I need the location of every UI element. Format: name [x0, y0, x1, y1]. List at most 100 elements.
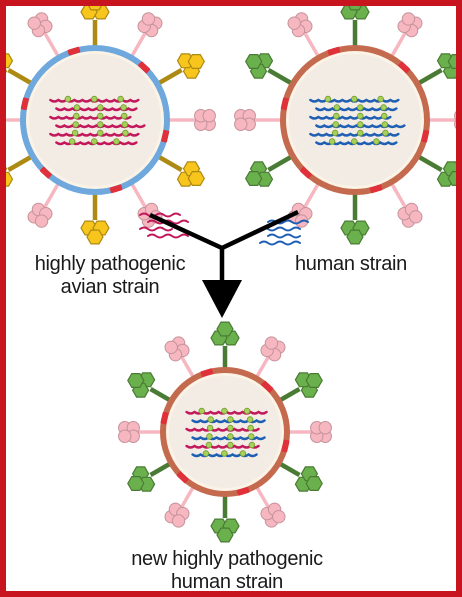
membrane-protein — [138, 61, 151, 74]
rna-bead — [357, 104, 364, 111]
neuraminidase-stalk — [388, 30, 408, 61]
rna-bead — [207, 416, 214, 423]
hemagglutinin-head-2 — [294, 466, 323, 492]
hemagglutinin-head-3 — [80, 220, 110, 245]
rna-bead — [121, 121, 129, 128]
human-label-line1: human strain — [294, 253, 407, 275]
rna-bead — [333, 104, 341, 111]
rna-bead — [198, 407, 205, 415]
neuraminidase-stalk — [302, 30, 322, 61]
membrane-protein — [67, 46, 81, 56]
rna-bead — [120, 104, 127, 111]
rna-segments — [185, 407, 268, 458]
neuraminidase-head-5 — [287, 12, 313, 38]
virus-human — [234, 6, 456, 245]
hemagglutinin-head-0 — [80, 6, 110, 20]
neuraminidase-head-2 — [260, 502, 286, 528]
reassortment-diagram — [6, 6, 456, 543]
hemagglutinin-head-4 — [127, 466, 156, 492]
hemagglutinin-head-2 — [436, 161, 456, 187]
rna-bead — [227, 416, 234, 423]
rna-bead — [227, 433, 234, 440]
rna-bead — [351, 95, 358, 103]
reassortment-arrow — [149, 209, 299, 318]
membrane-protein — [421, 129, 430, 143]
rna-bead — [221, 450, 228, 457]
neuraminidase-stalk — [302, 179, 322, 210]
neuraminidase-stalk — [388, 179, 408, 210]
neuraminidase-stalk — [128, 30, 148, 61]
neuraminidase-head-3 — [164, 502, 190, 528]
rna-bead — [381, 121, 389, 128]
rna-bead — [73, 104, 81, 111]
neuraminidase-head-0 — [397, 12, 423, 38]
hemagglutinin-head-3 — [340, 220, 370, 245]
rna-bead — [246, 416, 254, 423]
rna-segments — [309, 95, 406, 146]
rna-bead — [373, 138, 380, 145]
membrane-protein — [236, 486, 250, 496]
membrane-protein — [299, 166, 312, 179]
rna-bead — [332, 121, 339, 128]
membrane-protein — [261, 380, 274, 393]
rna-bead — [64, 95, 72, 103]
rna-bead — [97, 129, 104, 137]
neuraminidase-head-4 — [118, 421, 140, 443]
rna-bead — [333, 112, 340, 120]
neuraminidase-head-1 — [310, 421, 332, 443]
rna-bead — [221, 407, 228, 415]
hemagglutinin-head-1 — [294, 372, 323, 398]
neuraminidase-head-3 — [27, 202, 53, 228]
avian-rna-fragments — [139, 212, 189, 239]
hemagglutinin-head-2 — [176, 161, 205, 187]
rna-bead — [117, 95, 124, 103]
result-label-line1: new highly pathogenic — [131, 548, 323, 570]
membrane-protein — [160, 411, 169, 425]
result-strain-label: new highly pathogenic human strain — [102, 548, 352, 594]
hemagglutinin-head-5 — [6, 53, 14, 74]
hemagglutinin-head-1 — [176, 53, 205, 79]
rna-bead — [357, 112, 364, 120]
rna-bead — [351, 138, 358, 145]
hemagglutinin-head-0 — [210, 321, 240, 346]
rna-bead — [121, 112, 128, 120]
rna-fragment — [139, 212, 181, 218]
hemagglutinin-head-4 — [245, 161, 274, 187]
rna-bead — [331, 129, 339, 137]
rna-bead — [377, 95, 384, 103]
rna-bead — [72, 121, 79, 128]
hemagglutinin-head-3 — [210, 518, 240, 543]
neuraminidase-head-0 — [137, 12, 163, 38]
rna-bead — [73, 112, 80, 120]
neuraminidase-stalk — [128, 179, 148, 210]
rna-bead — [324, 95, 332, 103]
neuraminidase-head-1 — [454, 111, 456, 129]
arrow-head — [202, 280, 242, 318]
neuraminidase-head-5 — [164, 336, 190, 362]
rna-bead — [71, 129, 79, 137]
rna-bead — [357, 129, 364, 137]
neuraminidase-head-5 — [27, 12, 53, 38]
rna-bead — [202, 450, 210, 457]
result-label-line2: human strain — [170, 571, 283, 593]
rna-bead — [206, 433, 213, 440]
rna-bead — [248, 441, 256, 449]
rna-bead — [239, 450, 247, 457]
rna-bead — [113, 138, 120, 145]
rna-fragment — [147, 233, 189, 239]
rna-bead — [122, 129, 129, 137]
rna-bead — [68, 138, 76, 145]
rna-bead — [206, 424, 214, 432]
rna-bead — [247, 424, 254, 432]
virus-avian — [6, 6, 216, 245]
avian-strain-label: highly pathogenic avian strain — [16, 253, 204, 299]
membrane-protein — [161, 129, 170, 143]
rna-strand — [49, 115, 132, 120]
rna-bead — [227, 441, 234, 449]
hemagglutinin-head-5 — [127, 372, 156, 398]
membrane-protein — [398, 61, 411, 74]
viral-interior — [289, 54, 421, 186]
rna-bead — [381, 112, 388, 120]
neuraminidase-head-1 — [194, 109, 216, 131]
